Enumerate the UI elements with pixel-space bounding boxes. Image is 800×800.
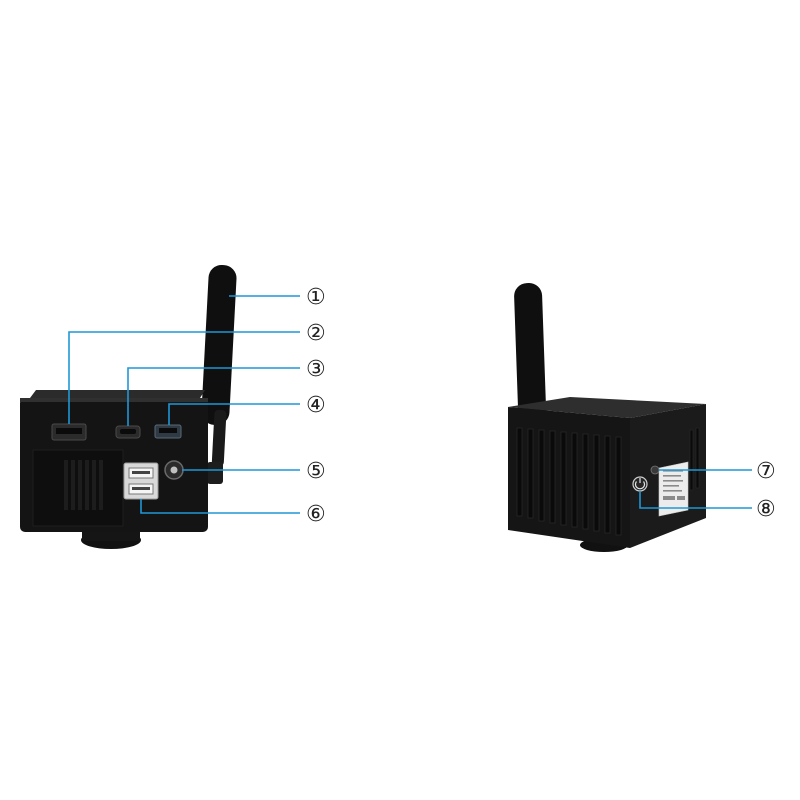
callout-label-4: ④ xyxy=(306,393,326,418)
callout-label-6: ⑥ xyxy=(306,502,326,527)
back-antenna xyxy=(514,282,547,423)
hdmi-port xyxy=(51,423,87,441)
callout-label-2: ② xyxy=(306,321,326,346)
callout-label-7: ⑦ xyxy=(756,459,776,484)
front-device-top xyxy=(30,390,205,398)
callout-label-3: ③ xyxy=(306,357,326,382)
usb-port-single xyxy=(154,424,182,439)
callout-label-5: ⑤ xyxy=(306,459,326,484)
callout-label-1: ① xyxy=(306,285,326,310)
front-antenna xyxy=(201,265,237,484)
callout-line-3 xyxy=(127,367,300,426)
callout-labels: ① ② ③ ④ ⑤ ⑥ ⑦ ⑧ xyxy=(306,285,776,527)
dual-usb-ports xyxy=(123,462,159,500)
type-c-port xyxy=(115,425,141,439)
callout-label-8: ⑧ xyxy=(756,497,776,522)
callout-line-4 xyxy=(168,403,300,425)
front-callout-lines xyxy=(68,295,300,514)
front-vent-panel xyxy=(32,449,124,527)
back-device-left-face xyxy=(508,407,630,548)
callout-line-6 xyxy=(140,499,300,514)
callout-line-8 xyxy=(639,491,752,509)
callout-line-2 xyxy=(68,331,300,424)
reset-port xyxy=(650,465,660,475)
back-callout-lines xyxy=(639,469,752,509)
back-device-top xyxy=(508,397,706,418)
power-button xyxy=(632,476,648,492)
dc-power-jack xyxy=(164,460,184,480)
front-view-device xyxy=(20,265,237,549)
back-vent-slots xyxy=(516,427,622,536)
back-view-device xyxy=(508,282,706,552)
